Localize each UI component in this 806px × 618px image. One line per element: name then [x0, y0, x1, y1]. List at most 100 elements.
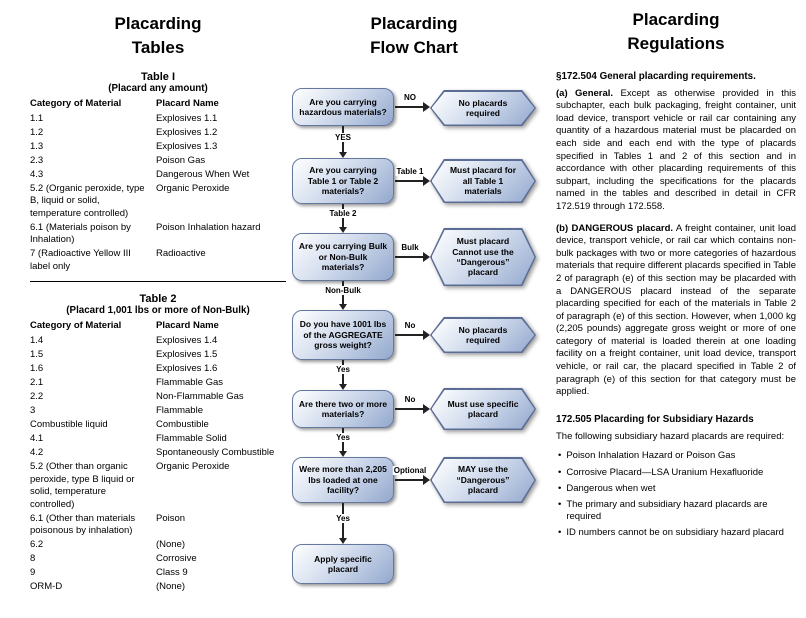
- down-label: Yes: [334, 365, 352, 374]
- down-label: YES: [332, 133, 354, 142]
- flowchart-title-line1: Placarding: [370, 14, 458, 33]
- tables-title-line1: Placarding: [114, 14, 202, 33]
- flow-result-1: No placards required: [430, 90, 536, 126]
- section-172-505-heading: 172.505 Placarding for Subsidiary Hazard…: [556, 413, 754, 425]
- arrow-line: [395, 256, 424, 258]
- placard-cell: Explosives 1.6: [156, 363, 218, 375]
- table-row: 2.1 Flammable Gas: [30, 377, 286, 390]
- placard-header: Placard Name: [156, 320, 219, 332]
- category-cell: 1.6: [30, 363, 44, 375]
- bullet-text: Poison Inhalation Hazard or Poison Gas: [566, 450, 736, 462]
- branch-label: Bulk: [400, 243, 420, 252]
- arrow-head-icon: [339, 538, 347, 544]
- table2-header-row: Category of Material Placard Name: [30, 320, 286, 331]
- arrow-line: [395, 180, 424, 182]
- flow-result-3: Must placard Cannot use the “Dangerous” …: [430, 228, 536, 286]
- down-label: Table 2: [327, 209, 359, 218]
- category-cell: 6.2: [30, 539, 44, 551]
- category-header: Category of Material: [30, 97, 122, 109]
- flow-result-2: Must placard for all Table 1 materials: [430, 159, 536, 203]
- bullet-item: ID numbers cannot be on subsidiary hazar…: [558, 527, 796, 539]
- branch-label: No: [403, 321, 417, 330]
- table1-heading: Table I: [140, 70, 176, 83]
- placard-cell: Poison Inhalation hazard: [156, 221, 261, 233]
- flow-result-text: MAY use the “Dangerous” placard: [431, 458, 535, 502]
- placard-cell: Spontaneously Combustible: [156, 447, 275, 459]
- flow-result-4: No placards required: [430, 317, 536, 353]
- category-cell: 4.2: [30, 447, 44, 459]
- down-label: Yes: [334, 514, 352, 523]
- arrow-head-icon: [423, 330, 430, 340]
- arrow-line: [395, 106, 424, 108]
- table-divider: [30, 281, 286, 283]
- category-cell: 1.5: [30, 349, 44, 361]
- flow-result-text: Must use specific placard: [431, 389, 535, 429]
- category-cell: Combustible liquid: [30, 419, 108, 431]
- category-cell: 2.2: [30, 391, 44, 403]
- branch-label: NO: [403, 93, 417, 102]
- placard-cell: Explosives 1.2: [156, 126, 218, 138]
- down-label: Non-Bulk: [323, 286, 363, 295]
- arrow-line: [395, 479, 424, 481]
- placard-cell: Explosives 1.3: [156, 140, 218, 152]
- table-row: 4.2 Spontaneously Combustible: [30, 447, 286, 460]
- flow-question-4: Do you have 1001 lbs of the AGGREGATE gr…: [292, 310, 394, 360]
- category-cell: 1.4: [30, 335, 44, 347]
- category-cell: 1.3: [30, 140, 44, 152]
- category-cell: 6.1 (Other than materials poisonous by i…: [30, 512, 136, 537]
- placard-cell: Flammable Gas: [156, 377, 224, 389]
- category-cell: 4.1: [30, 433, 44, 445]
- table-row: 6.1 (Materials poison by Inhalation)Pois…: [30, 222, 286, 247]
- flowchart-title-line2: Flow Chart: [370, 37, 458, 57]
- placard-cell: Poison: [156, 512, 186, 524]
- table-row: 5.2 (Organic peroxide, type B, liquid or…: [30, 183, 286, 221]
- table-row: 1.3 Explosives 1.3: [30, 141, 286, 154]
- table-row: 6.1 (Other than materials poisonous by i…: [30, 513, 286, 538]
- placard-cell: Explosives 1.1: [156, 112, 218, 124]
- regulations-title: Placarding Regulations: [556, 8, 796, 56]
- section-172-505-intro: The following subsidiary hazard placards…: [556, 430, 785, 442]
- table-row: 1.4 Explosives 1.4: [30, 335, 286, 348]
- category-cell: 7 (Radioactive Yellow III label only: [30, 248, 131, 272]
- arrow-head-icon: [423, 475, 430, 485]
- arrow-head-icon: [423, 102, 430, 112]
- branch-label: Table 1: [395, 167, 425, 176]
- table-row: 5.2 (Other than organic peroxide, type B…: [30, 461, 286, 511]
- arrow-line: [395, 334, 424, 336]
- section-172-504-heading: §172.504 General placarding requirements…: [556, 70, 756, 82]
- placard-cell: Explosives 1.4: [156, 335, 218, 347]
- arrow-head-icon: [423, 404, 430, 414]
- flowchart-canvas: Are you carrying hazardous materials? NO…: [288, 82, 540, 607]
- placard-cell: Flammable: [156, 405, 203, 417]
- category-cell: 3: [30, 405, 36, 417]
- placard-cell: (None): [156, 539, 186, 551]
- paragraph-a-text: Except as otherwise provided in this sub…: [556, 87, 796, 212]
- arrow-line: [395, 408, 424, 410]
- bullet-text: ID numbers cannot be on subsidiary hazar…: [566, 527, 784, 539]
- table1-header-row: Category of Material Placard Name: [30, 98, 286, 109]
- table-row: 3 Flammable: [30, 405, 286, 418]
- flow-result-text: No placards required: [431, 91, 535, 125]
- category-cell: 2.1: [30, 377, 44, 389]
- flow-question-2: Are you carrying Table 1 or Table 2 mate…: [292, 158, 394, 204]
- flow-result-5: Must use specific placard: [430, 388, 536, 430]
- table-row: ORM-D(None): [30, 581, 286, 594]
- branch-label: Optional: [392, 466, 428, 475]
- placard-cell: (None): [156, 581, 186, 593]
- arrow-head-icon: [339, 227, 347, 233]
- flow-question-1: Are you carrying hazardous materials?: [292, 88, 394, 126]
- down-label: Yes: [334, 433, 352, 442]
- tables-column: Placarding Tables Table I (Placard any a…: [30, 12, 286, 595]
- flow-question-6: Were more than 2,205 lbs loaded at one f…: [292, 457, 394, 503]
- table2-heading: Table 2: [139, 293, 177, 306]
- arrow-head-icon: [423, 252, 430, 262]
- regulations-title-line1: Placarding: [632, 10, 720, 29]
